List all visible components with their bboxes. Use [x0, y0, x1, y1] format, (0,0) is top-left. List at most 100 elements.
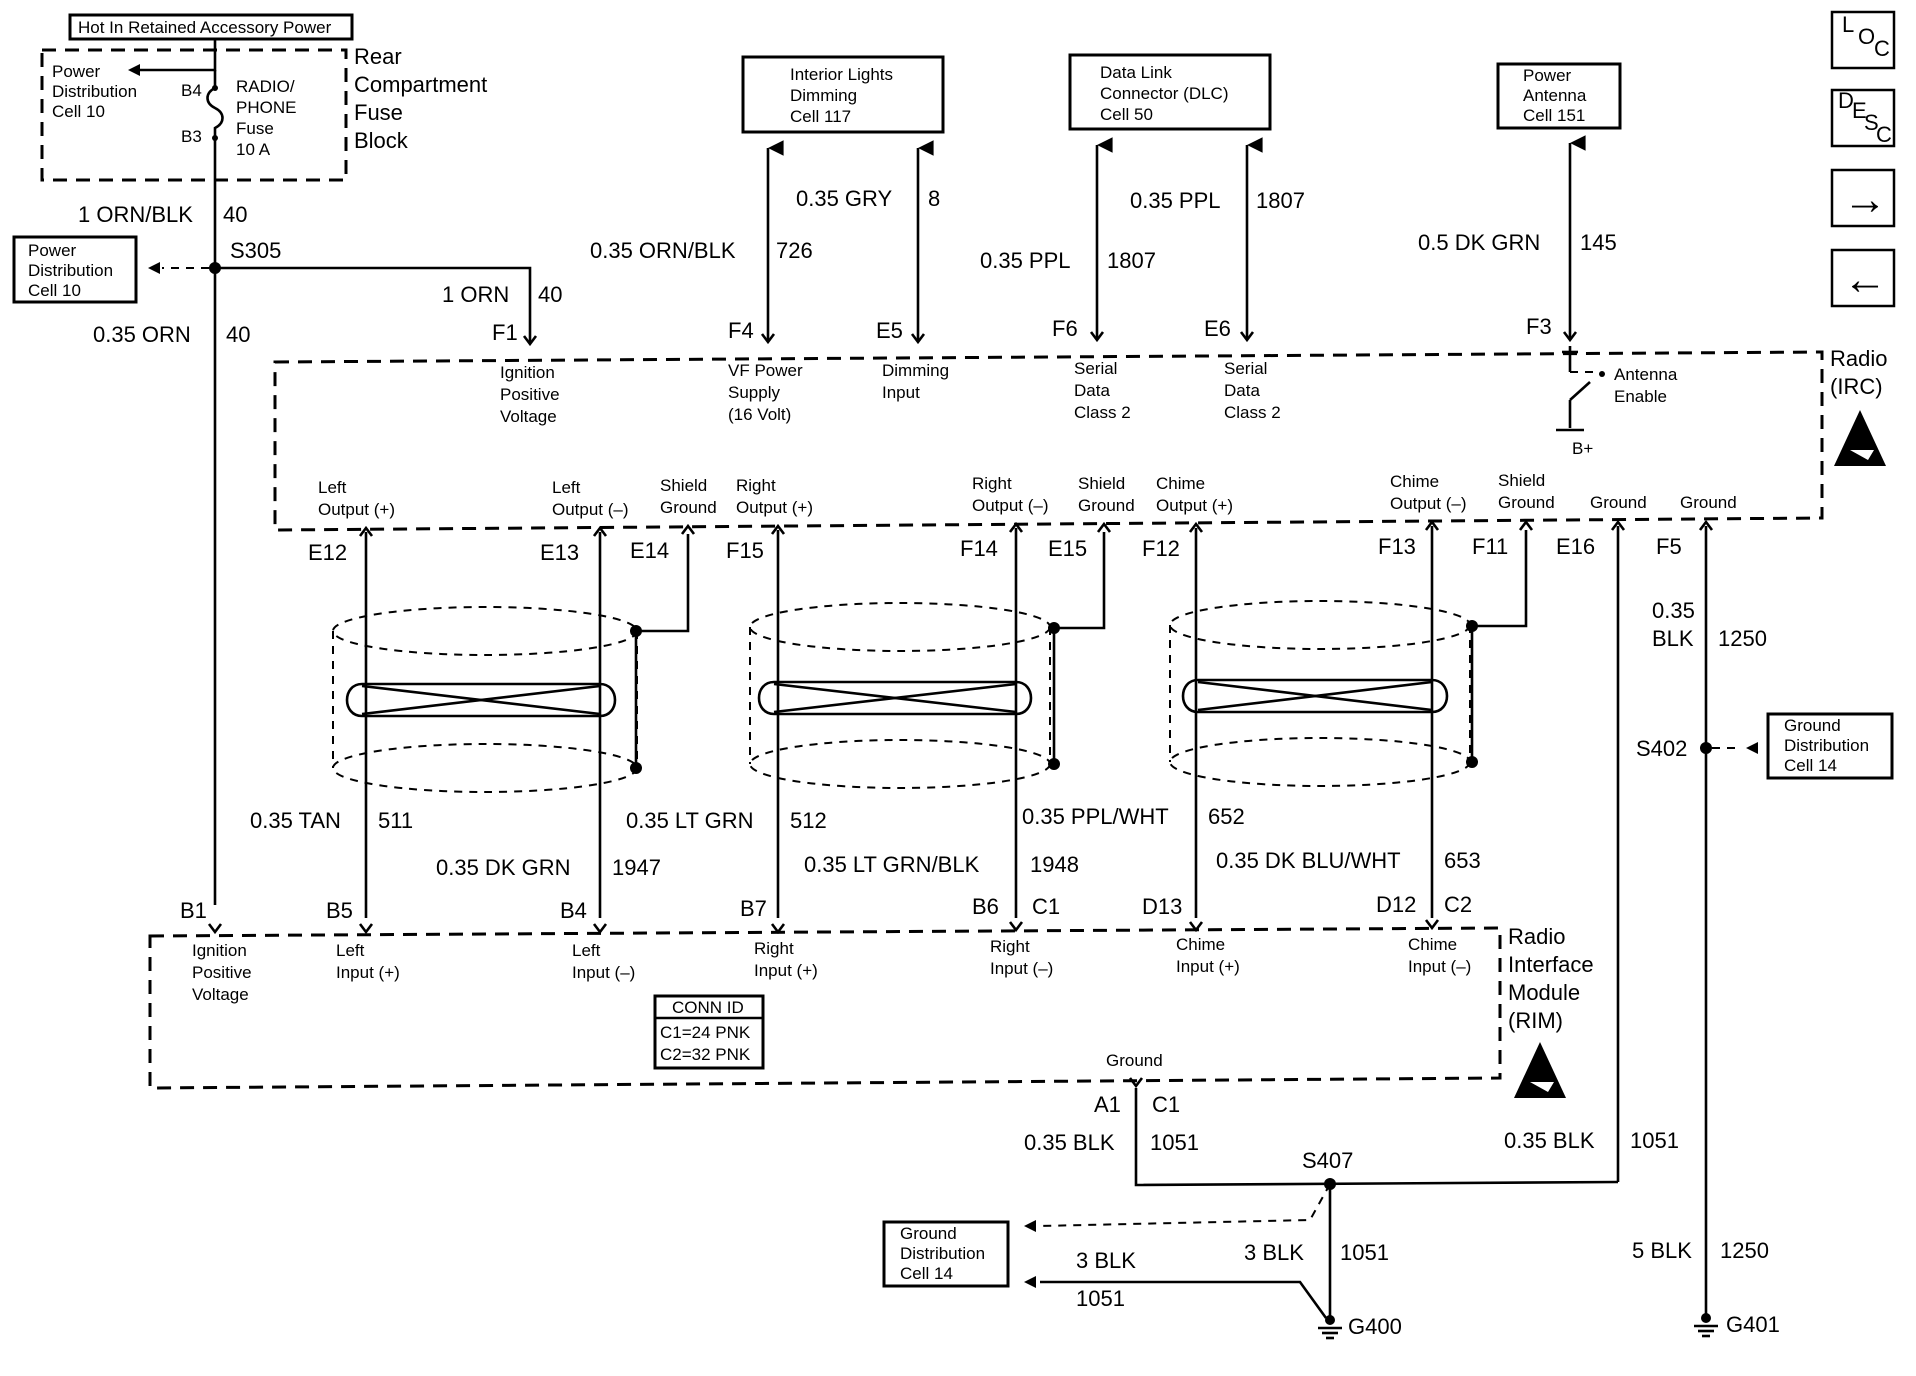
wire-1051a-circuit: 1051: [1150, 1130, 1199, 1155]
fuse-power-ref-3: Cell 10: [52, 102, 105, 121]
wire-1051b-color: 0.35 BLK: [1504, 1128, 1595, 1153]
wire-145-color: 0.5 DK GRN: [1418, 230, 1540, 255]
svg-text:Ground: Ground: [1680, 493, 1737, 512]
wire-1051d-color: 3 BLK: [1244, 1240, 1304, 1265]
wire-1250-bot-circuit: 1250: [1720, 1238, 1769, 1263]
svg-text:Distribution: Distribution: [1784, 736, 1869, 755]
svg-text:Data: Data: [1074, 381, 1110, 400]
fuse-label-2: PHONE: [236, 98, 296, 117]
rim-title-4: (RIM): [1508, 1008, 1563, 1033]
fuse-symbol-icon: [206, 70, 224, 138]
wire-1051c-color: 3 BLK: [1076, 1248, 1136, 1273]
svg-text:Output (–): Output (–): [552, 500, 629, 519]
wire-orn-blk-40-color: 1 ORN/BLK: [78, 202, 193, 227]
svg-text:O: O: [1858, 24, 1875, 49]
power-dist-ref-box: [12, 235, 138, 304]
wire-1051d-circuit: 1051: [1340, 1240, 1389, 1265]
power-feed: 1 ORN/BLK 40 S305 Power Distribution Cel…: [12, 138, 562, 905]
shielded-pair-3: [1169, 530, 1528, 787]
power-dist-arrow-icon: [148, 262, 160, 274]
rim-pin-b7: B7: [740, 896, 767, 921]
ground-g400-icon: [1318, 1315, 1342, 1340]
svg-text:Left: Left: [552, 478, 581, 497]
svg-text:Output (+): Output (+): [1156, 496, 1233, 515]
svg-text:C1=24 PNK: C1=24 PNK: [660, 1023, 751, 1042]
ground-ref-right-box: [1766, 712, 1894, 780]
wire-1051b-circuit: 1051: [1630, 1128, 1679, 1153]
wire-1807b-color: 0.35 PPL: [1130, 188, 1221, 213]
ref-antenna-2: Antenna: [1523, 86, 1587, 105]
rim-ground-label: Ground: [1106, 1051, 1163, 1070]
wire-1250-top-circuit: 1250: [1718, 626, 1767, 651]
wire-1051a-color: 0.35 BLK: [1024, 1130, 1115, 1155]
svg-text:Left: Left: [336, 941, 365, 960]
rim-pin-b4: B4: [560, 898, 587, 923]
rim-title-2: Interface: [1508, 952, 1594, 977]
ground-ref-left-arrow-2-icon: [1024, 1276, 1036, 1288]
wire-8-color: 0.35 GRY: [796, 186, 893, 211]
svg-text:Serial: Serial: [1224, 359, 1267, 378]
nav-desc-button[interactable]: D E S C: [1830, 88, 1896, 148]
fuse-block-title-2: Compartment: [354, 72, 487, 97]
svg-text:Output (–): Output (–): [1390, 494, 1467, 513]
svg-text:CONN ID: CONN ID: [672, 998, 744, 1017]
svg-text:Cell 14: Cell 14: [1784, 756, 1837, 775]
radio-pin-e14: E14: [630, 538, 669, 563]
svg-text:Input (+): Input (+): [1176, 957, 1240, 976]
wire-512-color: 0.35 LT GRN: [626, 808, 754, 833]
svg-text:Ground: Ground: [660, 498, 717, 517]
radio-pin-f14: F14: [960, 536, 998, 561]
wire-1250-top-2: BLK: [1652, 626, 1694, 651]
ref-antenna-3: Cell 151: [1523, 106, 1585, 125]
ground-g401: G401: [1726, 1312, 1780, 1337]
fuse-block-title-1: Rear: [354, 44, 402, 69]
ground-ref-left-arrow-1-icon: [1024, 1220, 1036, 1232]
fuse-feed-line: [140, 40, 217, 72]
ground-g400: G400: [1348, 1314, 1402, 1339]
nav-prev-button[interactable]: ←: [1830, 248, 1896, 308]
rim-ground-pin-c1: C1: [1152, 1092, 1180, 1117]
radio-pin-f6: F6 Serial Data Class 2: [1052, 316, 1131, 422]
wire-1807a-circuit: 1807: [1107, 248, 1156, 273]
svg-text:Chime: Chime: [1156, 474, 1205, 493]
svg-text:Antenna: Antenna: [1614, 365, 1678, 384]
wire-1807a-color: 0.35 PPL: [980, 248, 1071, 273]
wire-1250-top-1: 0.35: [1652, 598, 1695, 623]
svg-text:Input (+): Input (+): [754, 961, 818, 980]
nav-next-button[interactable]: →: [1830, 168, 1896, 228]
radio-pin-e6: E6 Serial Data Class 2: [1204, 316, 1281, 422]
wire-1807b-circuit: 1807: [1256, 188, 1305, 213]
radio-pin-f1-id: F1: [492, 320, 518, 345]
svg-text:Ground: Ground: [900, 1224, 957, 1243]
wire-1051c-circuit: 1051: [1076, 1286, 1125, 1311]
fuse-block-title-3: Fuse: [354, 100, 403, 125]
svg-text:Chime: Chime: [1176, 935, 1225, 954]
svg-text:Distribution: Distribution: [900, 1244, 985, 1263]
svg-text:Class 2: Class 2: [1074, 403, 1131, 422]
ref-interior-box: [741, 55, 945, 134]
svg-text:Ignition: Ignition: [192, 941, 247, 960]
radio-pin-f13: F13: [1378, 534, 1416, 559]
hot-label: Hot In Retained Accessory Power: [78, 18, 332, 37]
rim-pin-d12: D12: [1376, 892, 1416, 917]
nav-loc-button[interactable]: L O C: [1830, 10, 1896, 70]
ref-interior-1: Interior Lights: [790, 65, 893, 84]
svg-text:Chime: Chime: [1390, 472, 1439, 491]
radio-outline: [273, 350, 1824, 532]
wire-1948-circuit: 1948: [1030, 852, 1079, 877]
radio-bottom-labels: Left Output (+) Left Output (–) Shield G…: [318, 471, 1737, 519]
twisted-pairs: [332, 519, 1714, 1315]
svg-text:Right: Right: [754, 939, 794, 958]
svg-text:Ground: Ground: [1784, 716, 1841, 735]
ref-dlc-1: Data Link: [1100, 63, 1172, 82]
arrow-left-icon: ←: [1843, 255, 1887, 304]
ground-wiring: 0.35 BLK 1051 0.35 BLK 1051 S407 Ground …: [882, 1088, 1780, 1340]
svg-text:C: C: [1876, 122, 1892, 147]
svg-text:E: E: [1852, 98, 1867, 123]
ref-interior-3: Cell 117: [790, 107, 851, 126]
rim-title-1: Radio: [1508, 924, 1565, 949]
svg-text:Right: Right: [736, 476, 776, 495]
ref-antenna-box: [1496, 62, 1622, 130]
wire-1948-color: 0.35 LT GRN/BLK: [804, 852, 980, 877]
svg-text:Ground: Ground: [1590, 493, 1647, 512]
